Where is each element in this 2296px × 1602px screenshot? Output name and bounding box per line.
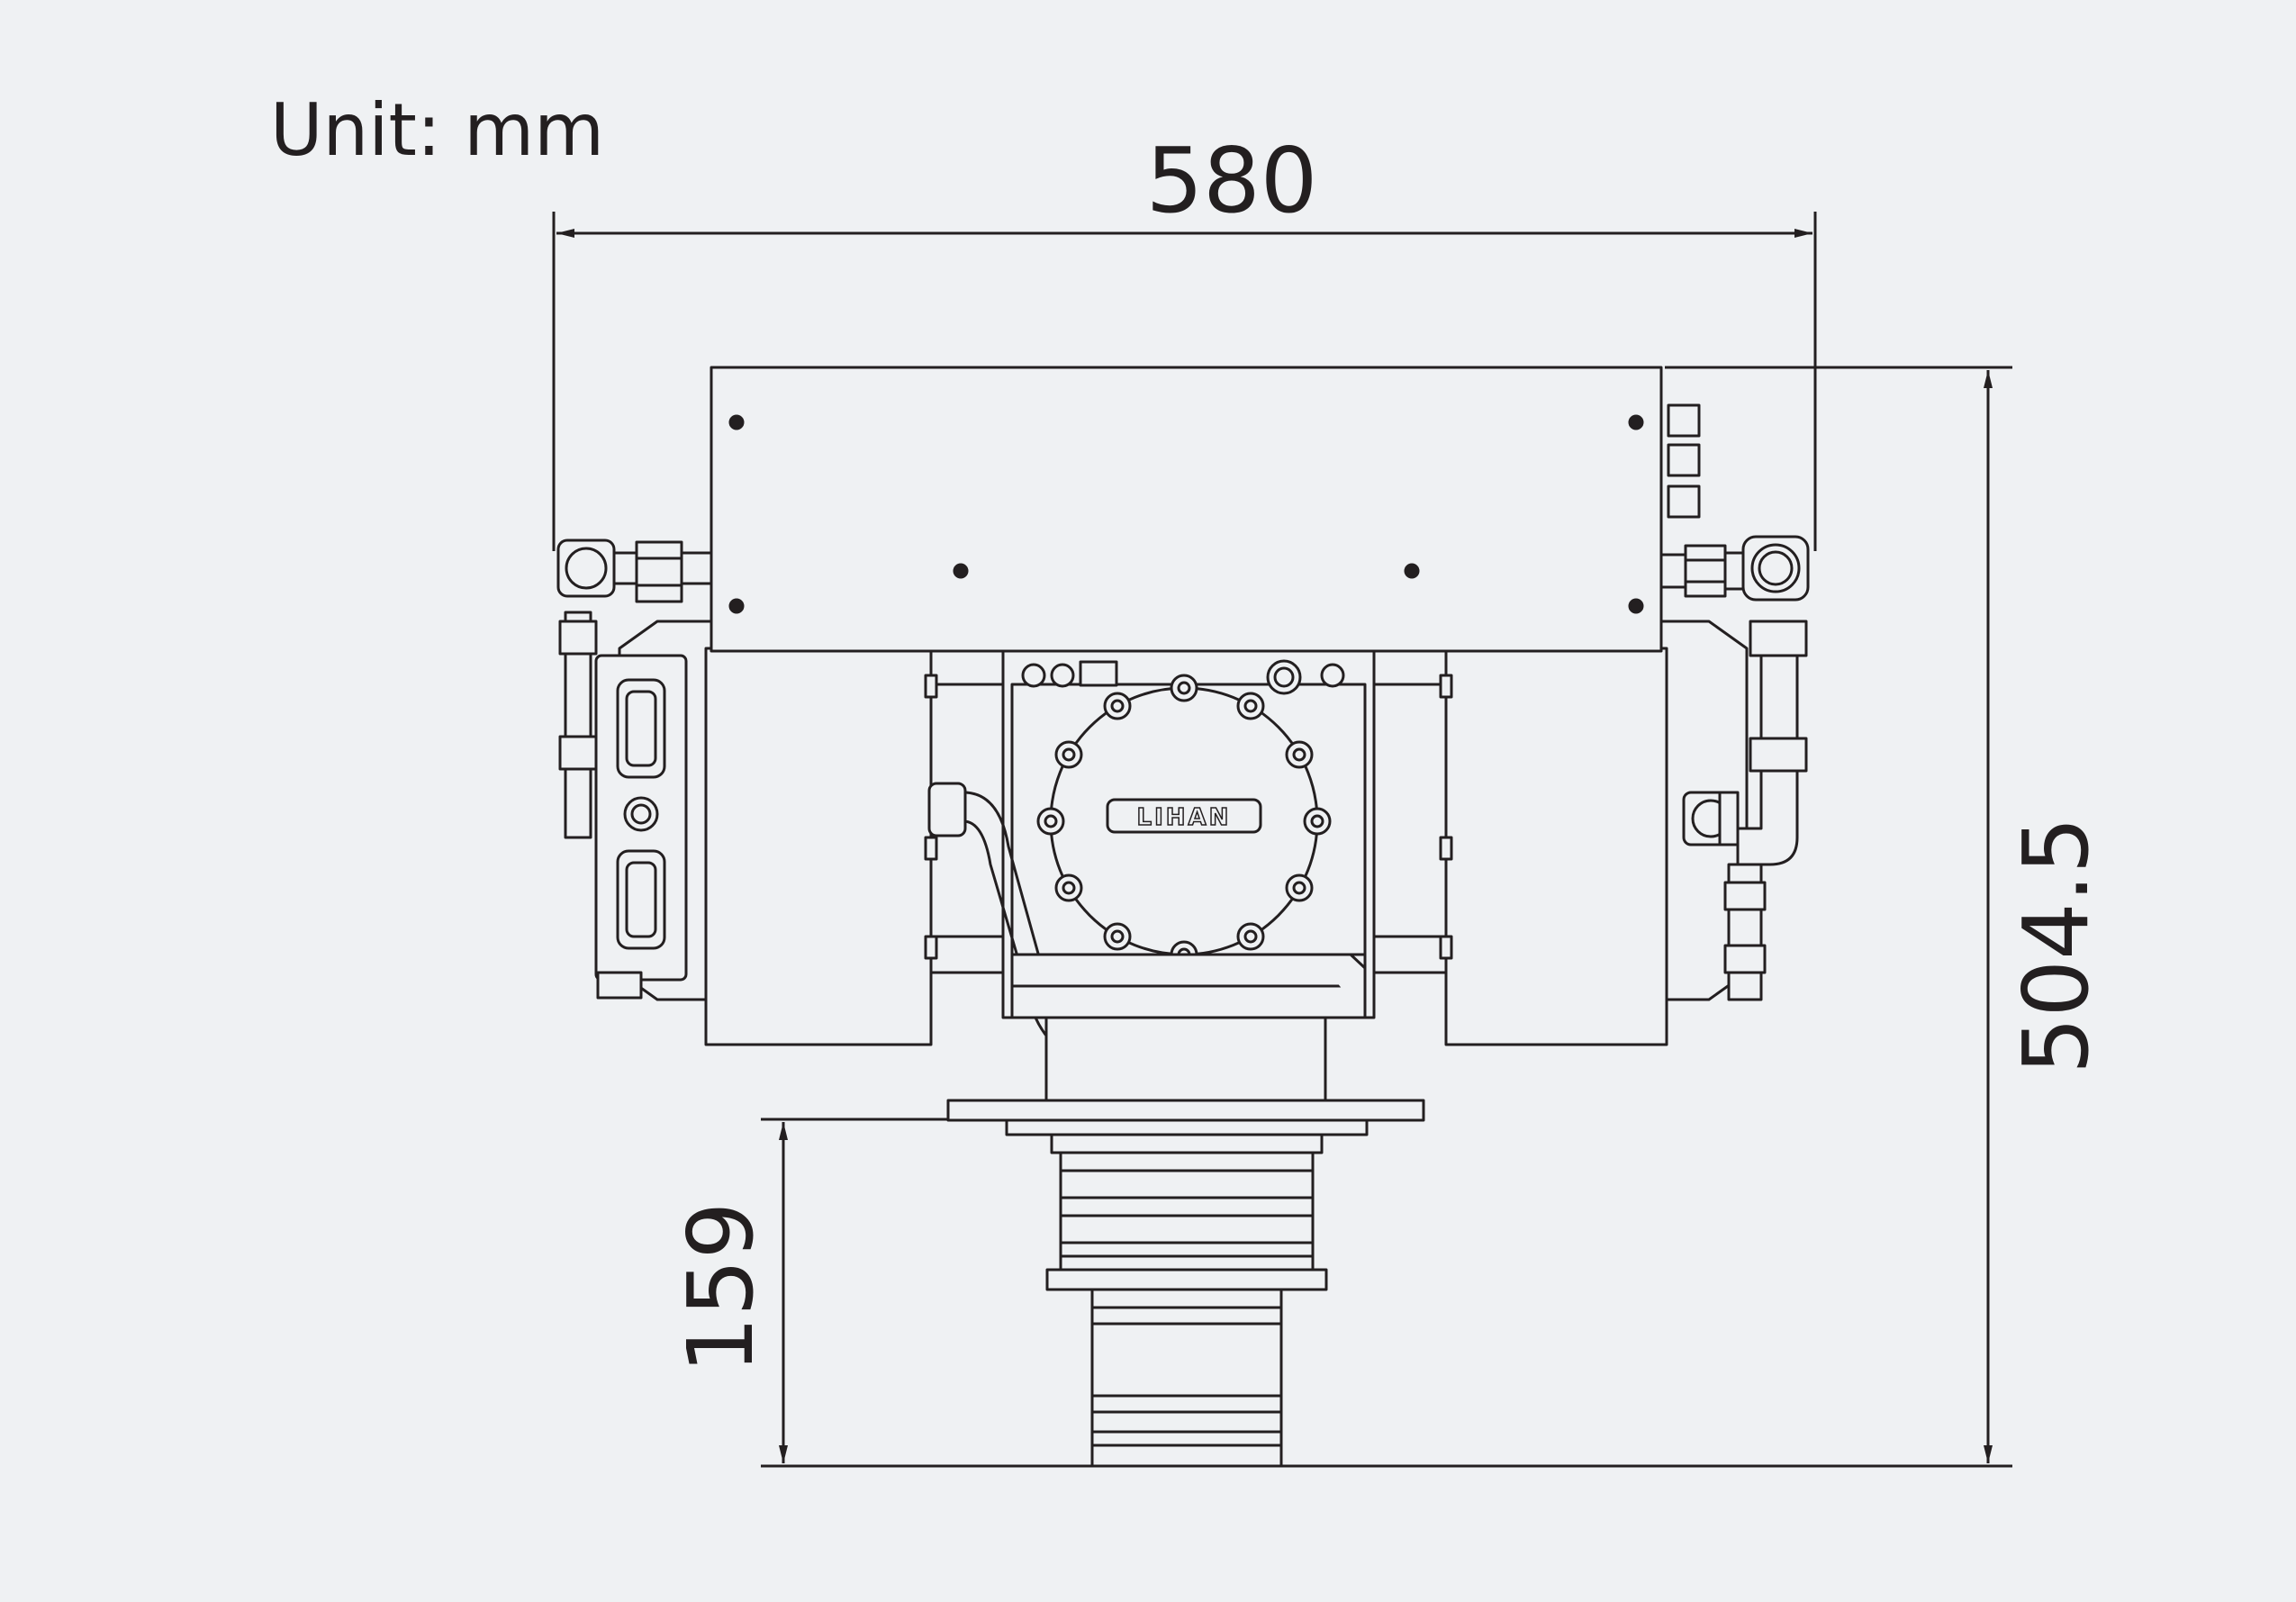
- base-height-dimension-value: 159: [668, 1202, 773, 1374]
- base-height-dimension: [761, 1118, 1008, 1463]
- panel-bolt: [1404, 563, 1420, 579]
- mounting-flange: [946, 1099, 1425, 1122]
- height-dimension: [761, 366, 2012, 1468]
- panel-bolt: [728, 598, 745, 614]
- panel-bolt: [1628, 414, 1644, 430]
- height-dimension-value: 504.5: [2003, 817, 2109, 1074]
- upper-shaft: [1059, 1151, 1315, 1272]
- cover-bolts: [1036, 674, 1332, 969]
- logo-plate: [1106, 798, 1262, 834]
- width-dimension: [552, 212, 1817, 551]
- panel-bolt: [953, 563, 969, 579]
- unit-label: Unit: mm: [270, 88, 604, 172]
- panel-bolt: [1628, 598, 1644, 614]
- lower-shaft: [1090, 1288, 1283, 1468]
- logo-text: LIHAN: [1137, 804, 1232, 831]
- right-cylinder-head: [1444, 647, 1668, 1046]
- left-cylinder-head: [704, 647, 933, 1046]
- right-cylinder-block: [1372, 647, 1448, 974]
- base-neck: [1044, 1016, 1327, 1102]
- width-dimension-value: 580: [1146, 128, 1318, 233]
- compressor-body: [556, 366, 1810, 1468]
- top-panel: [710, 366, 1663, 653]
- panel-bolt: [728, 414, 745, 430]
- shaft-collar: [1045, 1268, 1328, 1291]
